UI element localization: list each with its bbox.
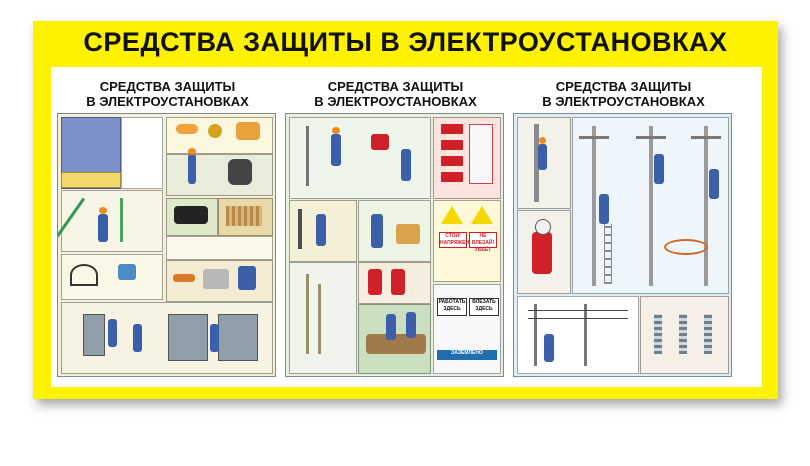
pole-icon-3 [298, 209, 302, 249]
worker-helmet-7 [332, 127, 340, 134]
worker-figure-4 [108, 319, 117, 347]
worker-helmet [188, 148, 196, 155]
worker-figure-15 [709, 169, 719, 199]
rod-storage-box [289, 262, 357, 374]
indicator-device-icon [371, 134, 389, 150]
cabinet-icon-1 [83, 314, 105, 356]
worker-figure-12 [406, 312, 416, 338]
warning-sign-1 [441, 124, 463, 134]
pliers-icon [118, 264, 136, 280]
poster-panel: СРЕДСТВА ЗАЩИТЫ В ЭЛЕКТРОУСТАНОВКАХ [51, 67, 762, 387]
high-voltage-triangle-1 [441, 206, 463, 224]
pole-icon-4 [534, 124, 539, 202]
insulator-icon-3 [704, 314, 712, 354]
tool-icon-2 [203, 269, 229, 289]
sign-grounded: ЗАЗЕМЛЕНО [437, 350, 497, 360]
glove-icon [236, 122, 260, 140]
clamp-meter-icon [70, 264, 98, 286]
worker-figures-box [121, 117, 163, 189]
insulating-stand-icon [226, 206, 262, 226]
worker-figure-13 [538, 144, 547, 170]
poster-3-title: СРЕДСТВА ЗАЩИТЫ В ЭЛЕКТРОУСТАНОВКАХ [542, 79, 705, 109]
dielectric-glove-icon [228, 159, 252, 185]
worker-helmet-13 [539, 137, 546, 144]
portable-ground-box [358, 200, 431, 262]
worker-helmet-2 [99, 207, 107, 214]
high-voltage-triangle-2 [471, 206, 493, 224]
crossarm-1 [579, 136, 609, 139]
crossarm-2 [636, 136, 666, 139]
climbing-box [517, 117, 571, 209]
poster-2: СРЕДСТВА ЗАЩИТЫ В ЭЛЕКТРОУСТАНОВКАХ [279, 67, 512, 387]
ladder-icon [604, 224, 612, 284]
poster-1: СРЕДСТВА ЗАЩИТЫ В ЭЛЕКТРОУСТАНОВКАХ [51, 67, 284, 387]
pole-icon [120, 198, 123, 242]
warning-sign-4 [441, 172, 463, 182]
worker-figure-2 [98, 214, 108, 242]
worker-figure-10 [371, 214, 383, 248]
grounding-kit-icon [396, 224, 420, 244]
poster-1-sheet [57, 113, 276, 377]
worker-figure-6 [133, 324, 142, 352]
sign-stop: СТОЙ! НАПРЯЖЕНИЕ [439, 232, 476, 248]
cabinet-icon-3 [218, 314, 258, 361]
poster-3-sheet [513, 113, 732, 377]
rubber-mat-icon [174, 206, 208, 224]
ground-area-icon [366, 334, 426, 354]
goggles-icon [176, 124, 198, 134]
tower-pole-3 [704, 126, 708, 286]
tower-pole-2 [649, 126, 653, 286]
worker-figure-16 [599, 194, 609, 224]
poster-board: СРЕДСТВА ЗАЩИТЫ В ЭЛЕКТРОУСТАНОВКАХ СРЕД… [33, 21, 778, 399]
worker-figure [188, 154, 196, 184]
board-title: СРЕДСТВА ЗАЩИТЫ В ЭЛЕКТРОУСТАНОВКАХ [83, 27, 728, 57]
diagram-wire-2 [528, 318, 628, 319]
tool-icon-1 [173, 274, 195, 282]
insulated-pliers-icon [368, 269, 382, 295]
diagram-wire-1 [528, 310, 628, 311]
grounding-diagram-box [517, 296, 639, 374]
poster-1-title: СРЕДСТВА ЗАЩИТЫ В ЭЛЕКТРОУСТАНОВКАХ [86, 79, 249, 109]
worker-figure-3 [238, 266, 256, 290]
rod-icon-1 [306, 274, 309, 354]
boots-box [166, 154, 273, 196]
worker-figure-11 [386, 314, 396, 340]
poster-2-title: СРЕДСТВА ЗАЩИТЫ В ЭЛЕКТРОУСТАНОВКАХ [314, 79, 477, 109]
poster-2-sheet: СТОЙ! НАПРЯЖЕНИЕ НЕ ВЛЕЗАЙ! УБЬЁТ РАБОТА… [285, 113, 504, 377]
arc-suit-figure [532, 232, 552, 274]
helmet-icon [208, 124, 222, 138]
warning-sign-3 [441, 156, 463, 166]
indicator-box [166, 236, 273, 260]
tower-pole-1 [592, 126, 596, 286]
diagram-pole-1 [534, 304, 537, 366]
sign-work-here: РАБОТАТЬ ЗДЕСЬ [437, 298, 467, 316]
worker-figure-7 [331, 134, 341, 166]
table-highlight [61, 172, 121, 188]
worker-figure-14 [654, 154, 664, 184]
poster-3: СРЕДСТВА ЗАЩИТЫ В ЭЛЕКТРОУСТАНОВКАХ [507, 67, 740, 387]
safety-belt-icon [664, 239, 708, 255]
insulator-icon-2 [679, 314, 687, 354]
cabinet-icon-2 [168, 314, 208, 361]
warning-sign-2 [441, 140, 463, 150]
sign-climb-here: ВЛЕЗАТЬ ЗДЕСЬ [469, 298, 499, 316]
worker-figure-5 [210, 324, 219, 352]
rod-box [61, 190, 163, 252]
sign-do-not-climb: НЕ ВЛЕЗАЙ! УБЬЁТ [469, 232, 497, 253]
rod-icon-2 [318, 284, 321, 354]
insulated-cutters-icon [391, 269, 405, 295]
insulator-icon-1 [654, 314, 662, 354]
worker-figure-8 [401, 149, 411, 181]
worker-figure-17 [544, 334, 554, 362]
pole-icon-2 [306, 126, 309, 186]
diagram-pole-2 [584, 304, 587, 366]
arc-hood-icon [535, 219, 551, 235]
warning-poster-icon [469, 124, 493, 184]
crossarm-3 [691, 136, 721, 139]
worker-figure-9 [316, 214, 326, 246]
